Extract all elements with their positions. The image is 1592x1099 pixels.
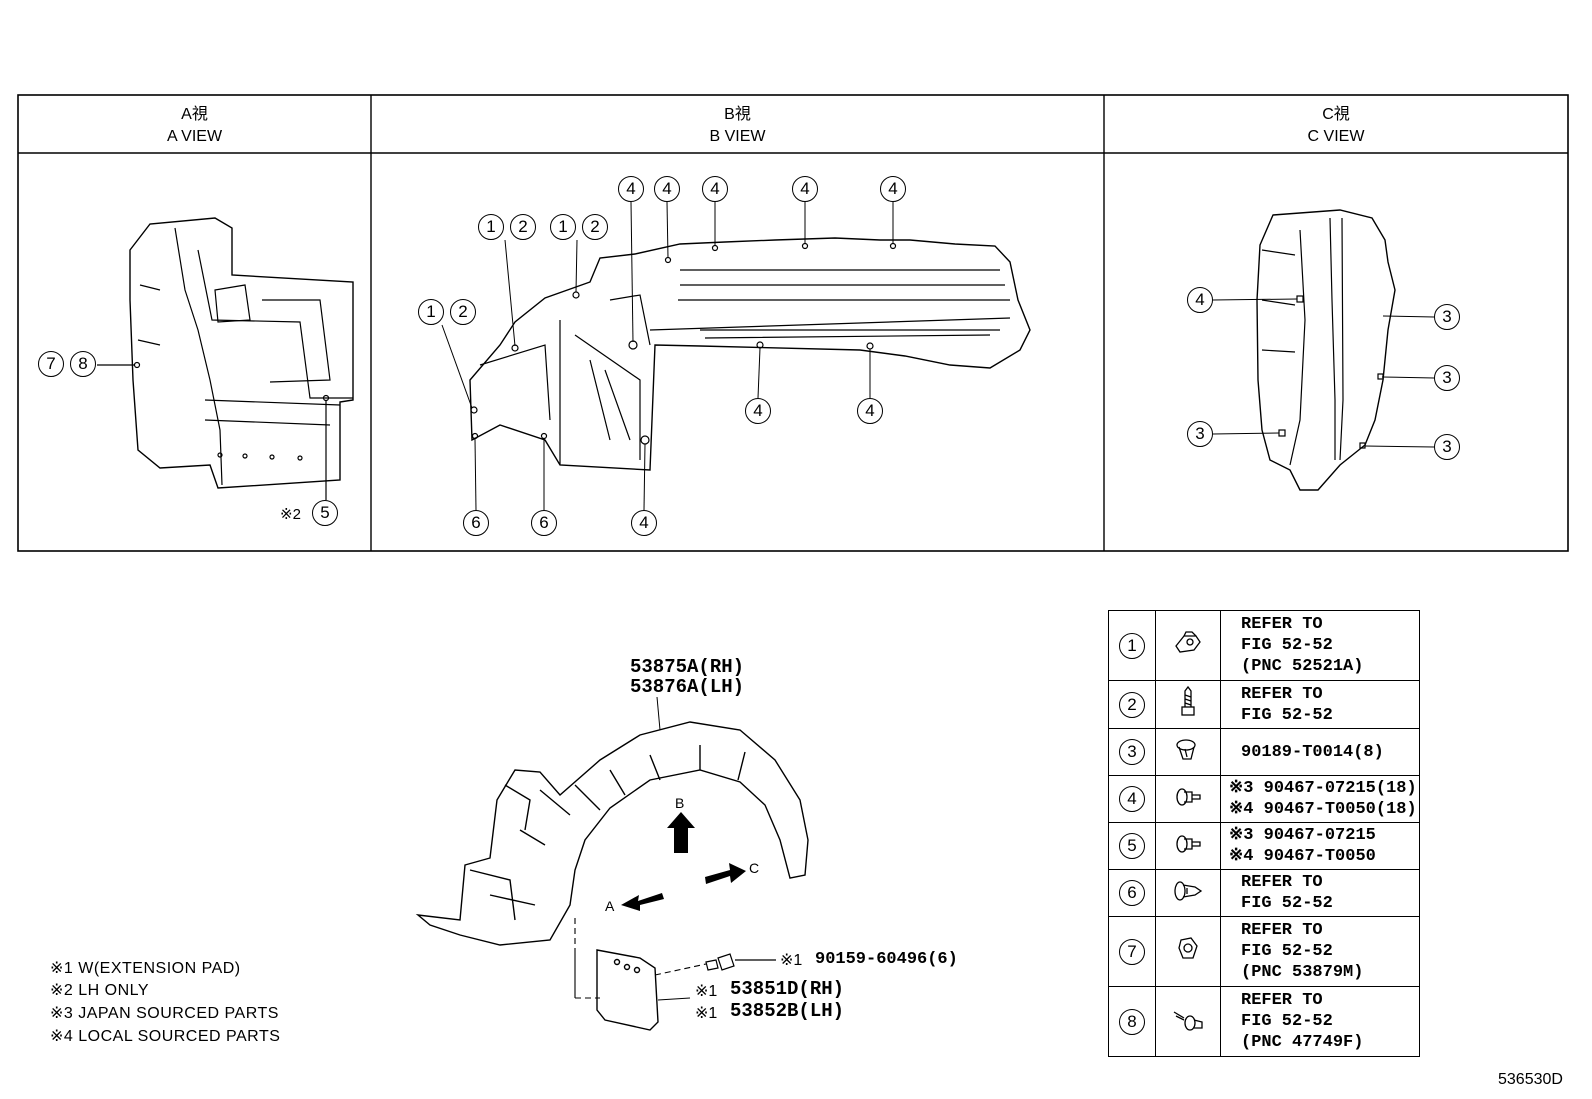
row-number: 5 bbox=[1119, 833, 1145, 859]
row-text: ※4 90467-T0050(18) bbox=[1229, 800, 1417, 819]
table-row: 1 REFER TO FIG 52-52 (PNC 52521A) bbox=[1108, 610, 1420, 681]
b-view-header: B視 B VIEW bbox=[709, 106, 766, 145]
row-number: 4 bbox=[1119, 786, 1145, 812]
callout-6: 6 bbox=[463, 510, 489, 536]
row-text: FIG 52-52 bbox=[1241, 1012, 1333, 1031]
callout-2: 2 bbox=[582, 214, 608, 240]
arrow-b-drawing bbox=[667, 812, 695, 853]
push-rivet-icon bbox=[1176, 738, 1196, 760]
callout-4: 4 bbox=[1187, 287, 1213, 313]
note-3: ※3 JAPAN SOURCED PARTS bbox=[50, 1005, 279, 1022]
note-2: ※2 LH ONLY bbox=[50, 982, 150, 999]
row-text: FIG 52-52 bbox=[1241, 636, 1333, 655]
views-frame bbox=[17, 94, 1569, 552]
callout-3: 3 bbox=[1187, 421, 1213, 447]
main-part-rh: 53875A(RH) bbox=[630, 656, 745, 678]
callout-4: 4 bbox=[792, 176, 818, 202]
mudflap-rh-mark: ※1 bbox=[695, 983, 718, 1000]
arrow-a-drawing bbox=[621, 893, 664, 911]
parts-legend-table: 1 REFER TO FIG 52-52 (PNC 52521A) 2 bbox=[1108, 610, 1420, 1057]
bolt-drawing bbox=[705, 953, 776, 971]
callout-2: 2 bbox=[450, 299, 476, 325]
callout-3: 3 bbox=[1434, 365, 1460, 391]
callout-4: 4 bbox=[880, 176, 906, 202]
row-text: REFER TO bbox=[1241, 991, 1323, 1010]
row-text: ※4 90467-T0050 bbox=[1229, 847, 1376, 866]
row-text: REFER TO bbox=[1241, 684, 1323, 704]
callout-4: 4 bbox=[857, 398, 883, 424]
row-number: 6 bbox=[1119, 880, 1145, 906]
row-text: FIG 52-52 bbox=[1241, 942, 1333, 961]
table-row: 4 ※3 90467-07215(18) ※4 90467-T0050(18) bbox=[1108, 775, 1420, 823]
arrow-a-label: A bbox=[605, 898, 615, 914]
row-text: REFER TO bbox=[1241, 615, 1323, 634]
callout-3: 3 bbox=[1434, 434, 1460, 460]
row-text: ※3 90467-07215 bbox=[1229, 826, 1376, 845]
arrow-c-drawing bbox=[705, 863, 746, 884]
row-text: ※3 90467-07215(18) bbox=[1229, 779, 1417, 798]
fender-liner-drawing bbox=[415, 721, 809, 946]
note-1: ※1 W(EXTENSION PAD) bbox=[50, 960, 241, 977]
callout-6: 6 bbox=[531, 510, 557, 536]
callout-4: 4 bbox=[654, 176, 680, 202]
callout-2: 2 bbox=[510, 214, 536, 240]
retainer-icon bbox=[1178, 937, 1198, 959]
row-text: FIG 52-52 bbox=[1241, 705, 1333, 725]
screw-icon bbox=[1181, 685, 1195, 716]
mudflap-lh-mark: ※1 bbox=[695, 1005, 718, 1022]
table-row: 5 ※3 90467-07215 ※4 90467-T0050 bbox=[1108, 822, 1420, 870]
clip-nut-icon bbox=[1175, 631, 1201, 653]
row-text: FIG 52-52 bbox=[1241, 894, 1333, 913]
callout-4: 4 bbox=[702, 176, 728, 202]
c-view-liner-drawing bbox=[1256, 209, 1396, 491]
mudflap-lh: 53852B(LH) bbox=[730, 1000, 845, 1022]
a-view-liner-drawing bbox=[129, 217, 354, 489]
table-row: 2 REFER TO FIG 52-52 bbox=[1108, 680, 1420, 729]
bolt-part-number: 90159-60496(6) bbox=[815, 950, 958, 969]
row-text: (PNC 52521A) bbox=[1241, 657, 1364, 676]
callout-4: 4 bbox=[618, 176, 644, 202]
row-number: 8 bbox=[1119, 1008, 1145, 1035]
row-number: 1 bbox=[1119, 632, 1145, 659]
mudflap-rh: 53851D(RH) bbox=[730, 978, 845, 1000]
mudflap-drawing bbox=[596, 949, 659, 1031]
row-number: 3 bbox=[1119, 739, 1145, 765]
bolt-mark: ※1 bbox=[780, 952, 803, 969]
callout-1: 1 bbox=[550, 214, 576, 240]
b-view-liner-drawing bbox=[469, 237, 1031, 471]
callout-8: 8 bbox=[70, 351, 96, 377]
table-row: 3 90189-T0014(8) bbox=[1108, 728, 1420, 776]
pin-clip-icon bbox=[1173, 1011, 1203, 1031]
main-part-lh: 53876A(LH) bbox=[630, 676, 745, 698]
table-row: 8 REFER TO FIG 52-52 (PNC 47749F) bbox=[1108, 986, 1420, 1057]
callout-4: 4 bbox=[745, 398, 771, 424]
callout-1: 1 bbox=[478, 214, 504, 240]
row-text: REFER TO bbox=[1241, 921, 1323, 940]
callout-5: 5 bbox=[312, 500, 338, 526]
bolt-washer-icon bbox=[1176, 787, 1201, 806]
row-text: (PNC 47749F) bbox=[1241, 1033, 1364, 1052]
a-view-header: A視 A VIEW bbox=[166, 106, 223, 145]
arrow-b-label: B bbox=[675, 795, 685, 811]
callout-7: 7 bbox=[38, 351, 64, 377]
push-clip-icon bbox=[1174, 880, 1203, 901]
figure-id: 536530D bbox=[1498, 1071, 1563, 1088]
table-row: 6 REFER TO FIG 52-52 bbox=[1108, 869, 1420, 917]
callout-4: 4 bbox=[631, 510, 657, 536]
row-text: REFER TO bbox=[1241, 873, 1323, 892]
table-row: 7 REFER TO FIG 52-52 (PNC 53879M) bbox=[1108, 916, 1420, 987]
callout-3: 3 bbox=[1434, 304, 1460, 330]
row-text: (PNC 53879M) bbox=[1241, 963, 1364, 982]
arrow-c-label: C bbox=[749, 860, 760, 876]
note-mark-2: ※2 bbox=[280, 506, 301, 523]
row-number: 7 bbox=[1119, 938, 1145, 965]
callout-1: 1 bbox=[418, 299, 444, 325]
note-4: ※4 LOCAL SOURCED PARTS bbox=[50, 1028, 281, 1045]
row-text: 90189-T0014(8) bbox=[1241, 742, 1384, 762]
c-view-header: C視 C VIEW bbox=[1307, 106, 1365, 145]
bolt-washer-icon bbox=[1176, 834, 1201, 853]
row-number: 2 bbox=[1119, 691, 1145, 718]
